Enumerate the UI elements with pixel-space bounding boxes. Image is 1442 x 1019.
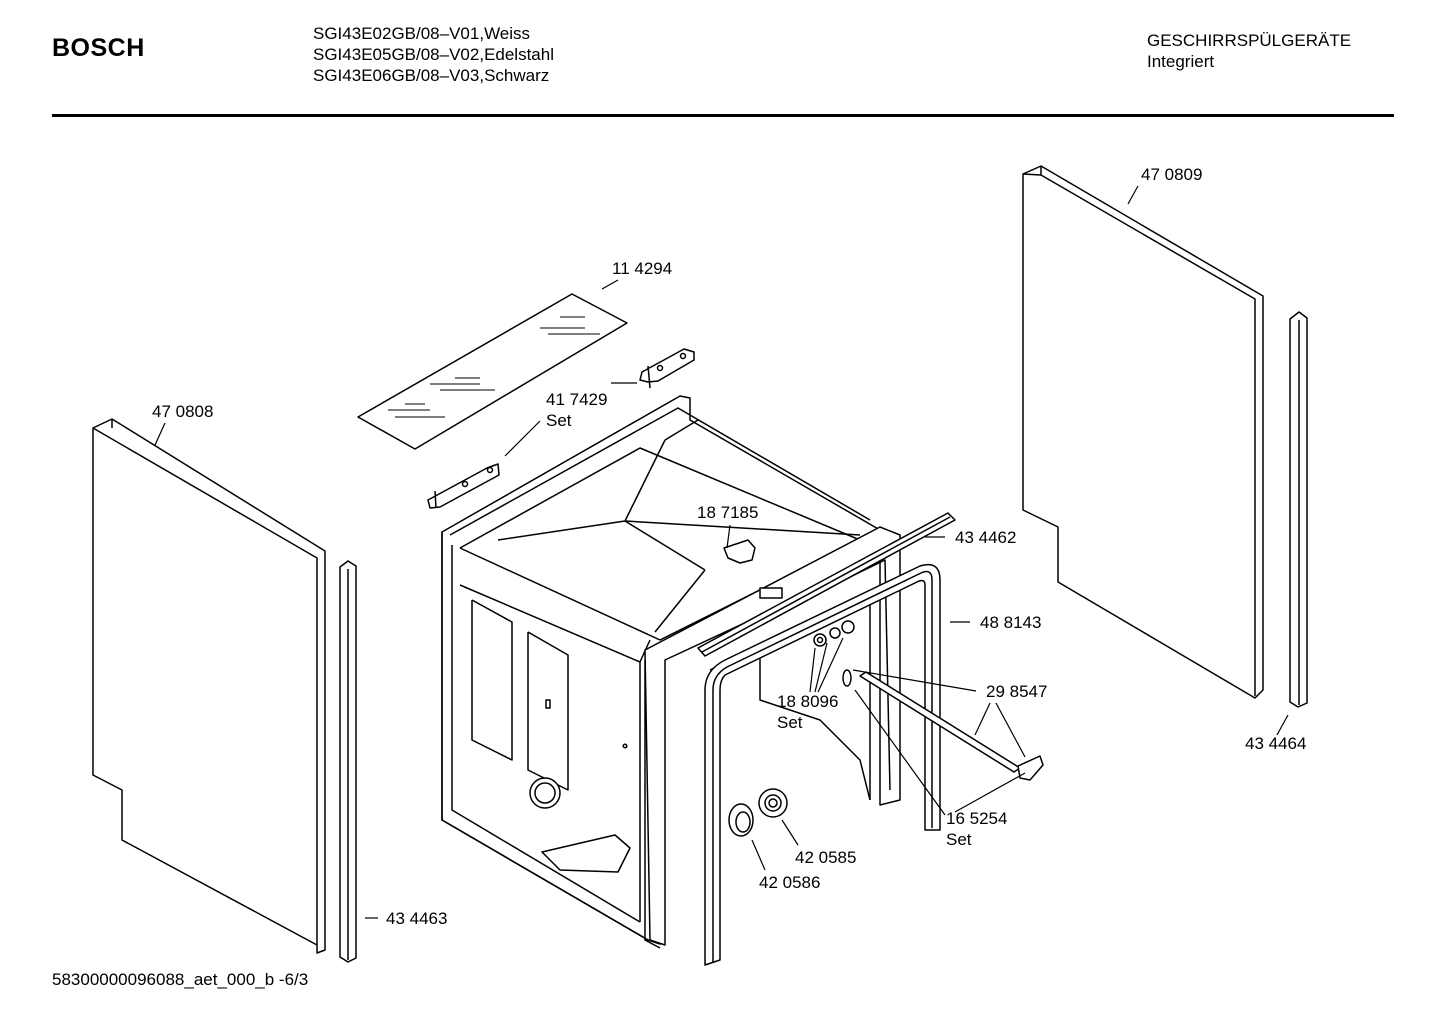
top-plate-114294: [357, 293, 628, 450]
side-panel-left-470808: [92, 418, 326, 954]
part-note-165254: Set: [946, 830, 972, 849]
part-label-470808: 47 0808: [152, 402, 214, 421]
part-label-434464: 43 4464: [1245, 734, 1307, 753]
part-label-434463: 43 4463: [386, 909, 448, 928]
part-label-114294: 11 4294: [612, 259, 673, 278]
appliance-category: GESCHIRRSPÜLGERÄTE Integriert: [1147, 30, 1351, 72]
side-panel-right-470809: [1022, 165, 1264, 699]
model-line-1: SGI43E02GB/08–V01,Weiss: [313, 24, 531, 43]
drain-cover-420585: [758, 788, 788, 818]
document-id: 58300000096088_aet_000_b -6/3: [52, 970, 309, 989]
model-line-3: SGI43E06GB/08–V03,Schwarz: [313, 66, 550, 85]
part-label-188096: 18 8096 Set: [777, 691, 838, 733]
bracket-left-417429: [427, 463, 500, 509]
part-note-417429: Set: [546, 411, 572, 430]
side-strip-left-434463: [339, 560, 357, 963]
part-note-188096: Set: [777, 713, 803, 732]
part-label-165254: 16 5254 Set: [946, 808, 1007, 850]
part-label-187185: 18 7185: [697, 503, 759, 522]
part-label-488143: 48 8143: [980, 613, 1042, 632]
part-label-434462: 43 4462: [955, 528, 1017, 547]
part-label-420586: 42 0586: [759, 873, 821, 892]
door-gasket-frame-488143: [704, 563, 941, 966]
brand-logo: BOSCH: [52, 34, 145, 62]
model-list: SGI43E02GB/08–V01,Weiss SGI43E05GB/08–V0…: [313, 23, 554, 86]
part-number-165254: 16 5254: [946, 809, 1008, 828]
seal-ring-420586: [728, 803, 754, 837]
header-divider: [52, 114, 1394, 117]
part-label-420585: 42 0585: [795, 848, 857, 867]
part-label-417429: 41 7429 Set: [546, 389, 607, 431]
leader-lines: [154, 185, 1289, 919]
seal-strip-434462: [697, 512, 956, 657]
model-line-2: SGI43E05GB/08–V02,Edelstahl: [313, 45, 554, 64]
part-label-470809: 47 0809: [1141, 165, 1203, 184]
category-title: GESCHIRRSPÜLGERÄTE: [1147, 31, 1352, 50]
bracket-right-417429: [639, 348, 695, 389]
category-subtitle: Integriert: [1147, 52, 1215, 71]
door-latch-187185: [723, 539, 783, 599]
part-number-417429: 41 7429: [546, 390, 608, 409]
part-number-188096: 18 8096: [777, 692, 839, 711]
part-label-298547: 29 8547: [986, 682, 1048, 701]
hinge-parts-188096: [813, 620, 855, 647]
side-strip-right-434464: [1289, 311, 1308, 708]
